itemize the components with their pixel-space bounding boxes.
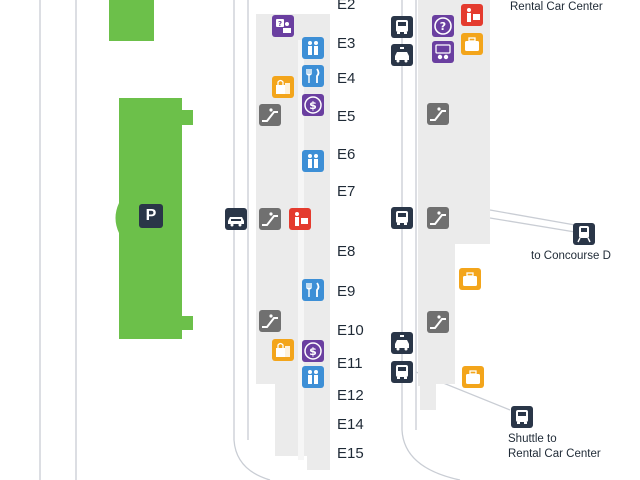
family-restroom-icon[interactable]: [302, 366, 324, 388]
lost-and-found-icon[interactable]: [432, 41, 454, 63]
shopping-icon[interactable]: [272, 76, 294, 98]
road-lines: [39, 0, 576, 480]
gate-e11: E11: [337, 355, 363, 372]
shuttle-bus-icon[interactable]: [391, 16, 413, 38]
shuttle-bus-icon[interactable]: [391, 207, 413, 229]
baggage-icon[interactable]: [462, 366, 484, 388]
train-icon[interactable]: [573, 223, 595, 245]
escalator-icon[interactable]: [427, 207, 449, 229]
gate-e2: E2: [337, 0, 356, 13]
gate-e15: E15: [337, 445, 364, 462]
baggage-icon[interactable]: [461, 33, 483, 55]
escalator-icon[interactable]: [259, 310, 281, 332]
gate-e5: E5: [337, 108, 356, 125]
svg-text:$: $: [309, 345, 317, 358]
gate-e9: E9: [337, 283, 356, 300]
taxi-icon[interactable]: [391, 332, 413, 354]
gate-e10: E10: [337, 322, 364, 339]
svg-text:$: $: [309, 99, 317, 112]
currency-exchange-icon[interactable]: $: [302, 94, 324, 116]
information-icon[interactable]: ?: [272, 15, 294, 37]
gate-e8: E8: [337, 243, 356, 260]
escalator-icon[interactable]: [259, 104, 281, 126]
parking-badge: P: [139, 204, 163, 228]
shuttle-bus-icon[interactable]: [391, 361, 413, 383]
security-checkpoint-icon[interactable]: [461, 4, 483, 26]
information-icon[interactable]: ?: [432, 15, 454, 37]
shopping-icon[interactable]: [272, 339, 294, 361]
gate-e3: E3: [337, 35, 356, 52]
shuttle-label-line2: Rental Car Center: [508, 448, 601, 460]
gate-e6: E6: [337, 146, 356, 163]
currency-exchange-icon[interactable]: $: [302, 340, 324, 362]
baggage-icon[interactable]: [459, 268, 481, 290]
security-checkpoint-icon[interactable]: [289, 208, 311, 230]
shuttle-bus-icon[interactable]: [511, 406, 533, 428]
gate-e7: E7: [337, 183, 356, 200]
parking-lot-top: [109, 0, 154, 41]
taxi-icon[interactable]: [391, 44, 413, 66]
gate-e12: E12: [337, 387, 364, 404]
terminal-west-concourse: [418, 0, 490, 410]
svg-text:?: ?: [278, 20, 282, 28]
shuttle-label-line1: Shuttle to: [508, 433, 557, 445]
svg-text:?: ?: [440, 20, 446, 33]
escalator-icon[interactable]: [427, 103, 449, 125]
terminal-west-center-strip: [298, 40, 304, 460]
escalator-icon[interactable]: [427, 311, 449, 333]
family-restroom-icon[interactable]: [302, 150, 324, 172]
family-restroom-icon[interactable]: [302, 37, 324, 59]
escalator-icon[interactable]: [259, 208, 281, 230]
taxi-icon[interactable]: [225, 208, 247, 230]
gate-e14: E14: [337, 416, 364, 433]
restaurant-icon[interactable]: [302, 279, 324, 301]
restaurant-icon[interactable]: [302, 65, 324, 87]
gate-e4: E4: [337, 70, 356, 87]
to-concourse-d-label: to Concourse D: [531, 250, 611, 262]
rental-car-center-label: Rental Car Center: [510, 1, 603, 13]
